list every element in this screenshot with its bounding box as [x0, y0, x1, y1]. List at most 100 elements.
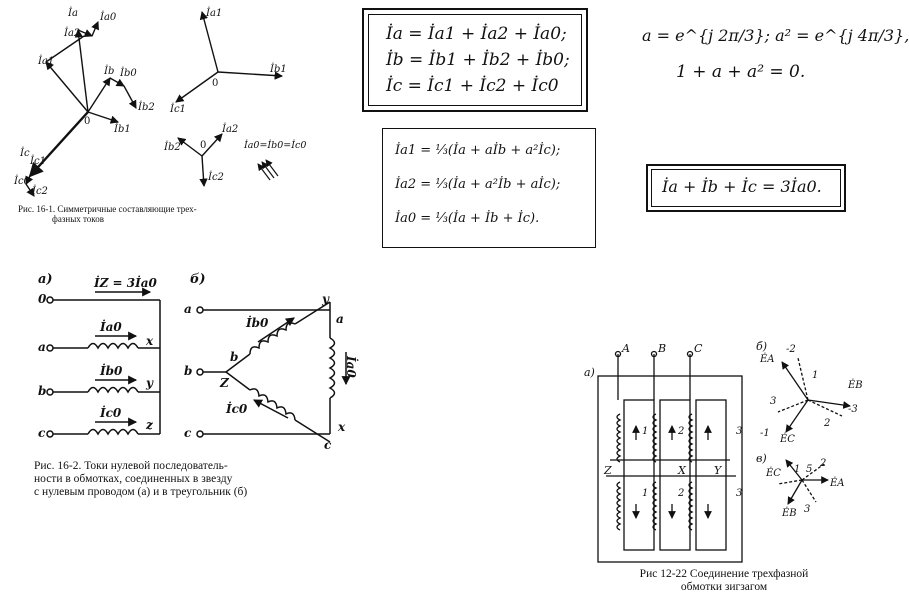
caption-12-22: Рис 12-22 Соединение трехфазной обмотки … [580, 568, 868, 594]
phasor-v-5: 5 [806, 464, 813, 475]
label-ic0: İc0 [14, 176, 30, 187]
equation-ia1: İa1 = ⅓(İa + aİb + a²İc); [395, 143, 561, 158]
figure-16-1: İa İa0 İa2 İa1 İb İb0 İb2 İb1 0 İc İc1 İ… [0, 0, 340, 235]
caption-12-22-line1: Рис 12-22 Соединение трехфазной [639, 568, 809, 580]
equation-operator-a: a = e^{j 2π/3}; a² = e^{j 4π/3}, 1 + a +… [630, 18, 909, 98]
tri-terminal-b: b [184, 364, 193, 378]
label-origin-1: 0 [84, 116, 91, 127]
terminal-c: c [38, 426, 46, 440]
tri-node-b: b [230, 350, 239, 364]
phasor-b-ec: ĖC [780, 434, 795, 445]
equation-zero-sum: İa + İb + İc = 3İa0. [662, 177, 822, 196]
end-Z: Z [604, 464, 612, 477]
phase-A-terminal: A [622, 342, 630, 355]
tri-node-a: a [336, 312, 344, 326]
figure-16-2: а) б) İZ = 3İa0 0 a b c İa0 İb0 İc0 x y … [0, 262, 380, 522]
caption-16-2-line2: ности в обмотках, соединенных в звезду [34, 473, 233, 485]
phase-C-terminal: C [694, 342, 703, 355]
label-ic2: İc2 [32, 186, 48, 197]
coil-3-bottom: 3 [736, 488, 743, 499]
tri-node-x: x [338, 420, 346, 434]
label-origin-2: 0 [212, 78, 219, 89]
terminal-b: b [38, 384, 47, 398]
caption-16-2-line1: Рис. 16-2. Токи нулевой последователь- [34, 460, 228, 472]
phasor-v-eb: ĖB [782, 508, 797, 519]
phasor-b-3: 3 [770, 396, 777, 407]
phasor-b-eb: ĖB [848, 380, 863, 391]
phase-B-terminal: B [658, 342, 667, 355]
equation-ib-sum: İb = İb1 + İb2 + İb0; [386, 50, 570, 70]
phasor-b-ea: ĖA [760, 354, 775, 365]
terminal-x: x [146, 334, 154, 348]
equation-ia-sum: İa = İa1 + İa2 + İa0; [386, 24, 567, 44]
label-fig-16-2-a: а) [38, 272, 53, 287]
equation-ic-sum: İc = İc1 + İc2 + İc0 [386, 76, 559, 96]
label-ic1: İc1 [30, 156, 46, 167]
phasor-v-ec: ĖC [766, 468, 781, 479]
label-ia0: İa0 [100, 12, 117, 23]
label-origin-3: 0 [200, 140, 207, 151]
coil-2-top: 2 [678, 426, 685, 437]
circuit-diagram-16-2 [46, 287, 351, 443]
equation-ia2: İa2 = ⅓(İa + a²İb + aİc); [395, 177, 561, 192]
phasor-diagram-16-1 [25, 10, 284, 197]
tri-node-y: y [322, 292, 329, 306]
figure-12-22: а) A B C Z X Y 1 2 3 1 2 3 б) ĖA -2 1 ĖB… [580, 340, 868, 600]
label-ia: İa [68, 8, 78, 19]
coil-1-top: 1 [642, 426, 649, 437]
terminal-z: z [146, 418, 153, 432]
caption-16-1-line2: фазных токов [52, 214, 104, 224]
equation-a-identity: 1 + a + a² = 0. [676, 62, 806, 82]
tri-node-c: c [324, 438, 332, 452]
label-fig-12-22-b: б) [756, 340, 768, 353]
label-zero-seq-equal: İa0=İb0=İc0 [244, 140, 307, 151]
equation-ia0: İa0 = ⅓(İa + İb + İc). [395, 211, 540, 226]
label-ib: İb [104, 66, 115, 77]
label-ic0-tri: İc0 [226, 402, 248, 416]
label-fig-16-2-b: б) [190, 272, 206, 287]
end-Y: Y [714, 464, 722, 477]
label-fig-12-22-a: а) [584, 366, 595, 379]
caption-16-2-line3: с нулевым проводом (а) и в треугольник (… [34, 486, 248, 498]
phasor-b-2: 2 [824, 418, 831, 429]
terminal-y: y [146, 376, 153, 390]
caption-12-22-line2: обмотки зигзагом [680, 581, 768, 593]
coil-1-bottom: 1 [642, 488, 649, 499]
label-ia1-pos: İa1 [206, 8, 223, 19]
label-ia1: İa1 [38, 56, 55, 67]
tri-node-z: Z [220, 376, 229, 390]
label-ib0-tri: İb0 [246, 316, 269, 330]
caption-16-1-line1: Рис. 16-1. Симметричные составляющие тре… [18, 204, 197, 214]
label-ia2-neg: İa2 [222, 124, 239, 135]
phasor-b-minus3: -3 [848, 404, 858, 415]
phasor-v-ea: ĖA [830, 478, 845, 489]
end-X: X [678, 464, 686, 477]
terminal-0: 0 [38, 292, 47, 306]
caption-16-1: Рис. 16-1. Симметричные составляющие тре… [18, 204, 318, 224]
equation-a-def: a = e^{j 2π/3}; a² = e^{j 4π/3}, [642, 26, 909, 45]
label-ib1: İb1 [114, 124, 131, 135]
coil-3-top: 3 [736, 426, 743, 437]
terminal-a: a [38, 340, 46, 354]
phasor-v-2: 2 [820, 458, 827, 469]
label-ic0-star: İc0 [100, 406, 122, 420]
phasor-b-minus2: -2 [786, 344, 796, 355]
phasor-v-1: 1 [794, 464, 801, 475]
zigzag-winding-diagram [597, 350, 851, 563]
label-ib0-star: İb0 [100, 364, 123, 378]
label-ib2-neg: İb2 [164, 142, 181, 153]
label-ia0-tri: İa0 [344, 356, 358, 378]
caption-16-2: Рис. 16-2. Токи нулевой последователь- н… [34, 460, 374, 499]
label-ic1-pos: İc1 [170, 104, 186, 115]
phasor-v-3: 3 [804, 504, 811, 515]
label-ib2: İb2 [138, 102, 155, 113]
label-ic: İc [20, 148, 30, 159]
label-ia0-star: İa0 [100, 320, 122, 334]
coil-2-bottom: 2 [678, 488, 685, 499]
equation-box-components: İa1 = ⅓(İa + aİb + a²İc); İa2 = ⅓(İa + a… [382, 128, 596, 248]
tri-terminal-c: c [184, 426, 192, 440]
label-ia2: İa2 [64, 28, 81, 39]
label-ib1-pos: İb1 [270, 64, 287, 75]
equation-box-zero-sum: İa + İb + İc = 3İa0. [646, 164, 846, 212]
phasor-b-minus1: -1 [760, 428, 770, 439]
